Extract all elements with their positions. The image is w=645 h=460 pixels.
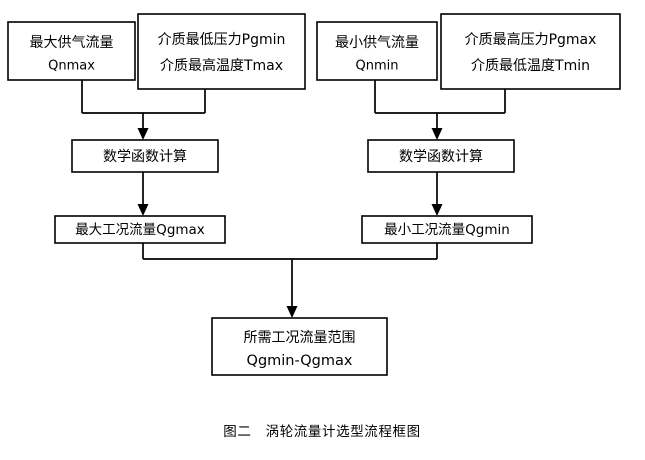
node-min-supply-flow-line2: Qnmin xyxy=(356,59,399,74)
arrow-head-left-result xyxy=(137,204,149,216)
figure-caption: 图二 涡轮流量计选型流程框图 xyxy=(223,424,420,440)
node-max-supply-flow-box[interactable] xyxy=(7,21,136,81)
connector-group-left-top xyxy=(81,80,206,140)
node-math-calc-left-label: 数学函数计算 xyxy=(103,149,187,165)
connector-group-right-top xyxy=(374,80,506,140)
node-min-supply-flow-line1: 最小供气流量 xyxy=(335,35,419,51)
node-math-calc-right-label: 数学函数计算 xyxy=(399,149,483,165)
node-max-working-flow-box[interactable] xyxy=(54,215,226,244)
node-min-working-flow-label: 最小工况流量Qgmin xyxy=(384,222,510,238)
node-min-supply-flow[interactable]: 最小供气流量 Qnmin xyxy=(316,21,438,81)
connector-group-right-mid xyxy=(431,172,443,216)
arrow-head-right-result xyxy=(431,204,443,216)
node-max-supply-flow-line1: 最大供气流量 xyxy=(30,35,114,51)
node-max-working-flow[interactable]: 最大工况流量Qgmax xyxy=(54,215,226,244)
node-required-range-box[interactable] xyxy=(211,317,388,376)
node-max-pressure-min-temp-box[interactable] xyxy=(440,13,621,90)
node-max-working-flow-label: 最大工况流量Qgmax xyxy=(75,222,205,238)
node-math-calc-right[interactable]: 数学函数计算 xyxy=(367,139,515,173)
connector-group-left-mid xyxy=(137,172,149,216)
node-max-pressure-min-temp-line2: 介质最低温度Tmin xyxy=(471,58,590,74)
node-min-pressure-max-temp[interactable]: 介质最低压力Pgmin 介质最高温度Tmax xyxy=(137,13,306,90)
arrow-head-left-math xyxy=(137,128,149,140)
node-min-pressure-max-temp-line1: 介质最低压力Pgmin xyxy=(158,32,286,48)
node-max-supply-flow-line2: Qnmax xyxy=(48,59,95,74)
arrow-head-right-math xyxy=(431,128,443,140)
node-max-pressure-min-temp-line1: 介质最高压力Pgmax xyxy=(465,31,597,48)
node-min-pressure-max-temp-line2: 介质最高温度Tmax xyxy=(160,57,283,74)
node-min-pressure-max-temp-box[interactable] xyxy=(137,13,306,90)
node-required-range[interactable]: 所需工况流量范围 Qgmin-Qgmax xyxy=(211,317,388,376)
node-max-supply-flow[interactable]: 最大供气流量 Qnmax xyxy=(7,21,136,81)
node-required-range-line1: 所需工况流量范围 xyxy=(244,329,356,346)
node-math-calc-left-box[interactable] xyxy=(71,139,219,173)
node-math-calc-left[interactable]: 数学函数计算 xyxy=(71,139,219,173)
node-math-calc-right-box[interactable] xyxy=(367,139,515,173)
node-min-supply-flow-box[interactable] xyxy=(316,21,438,81)
node-min-working-flow-box[interactable] xyxy=(361,215,533,244)
arrow-head-bottom-range xyxy=(286,306,298,318)
node-max-pressure-min-temp[interactable]: 介质最高压力Pgmax 介质最低温度Tmin xyxy=(440,13,621,90)
connector-group-bottom-merge xyxy=(142,243,438,318)
node-required-range-line2: Qgmin-Qgmax xyxy=(247,353,353,369)
node-min-working-flow[interactable]: 最小工况流量Qgmin xyxy=(361,215,533,244)
